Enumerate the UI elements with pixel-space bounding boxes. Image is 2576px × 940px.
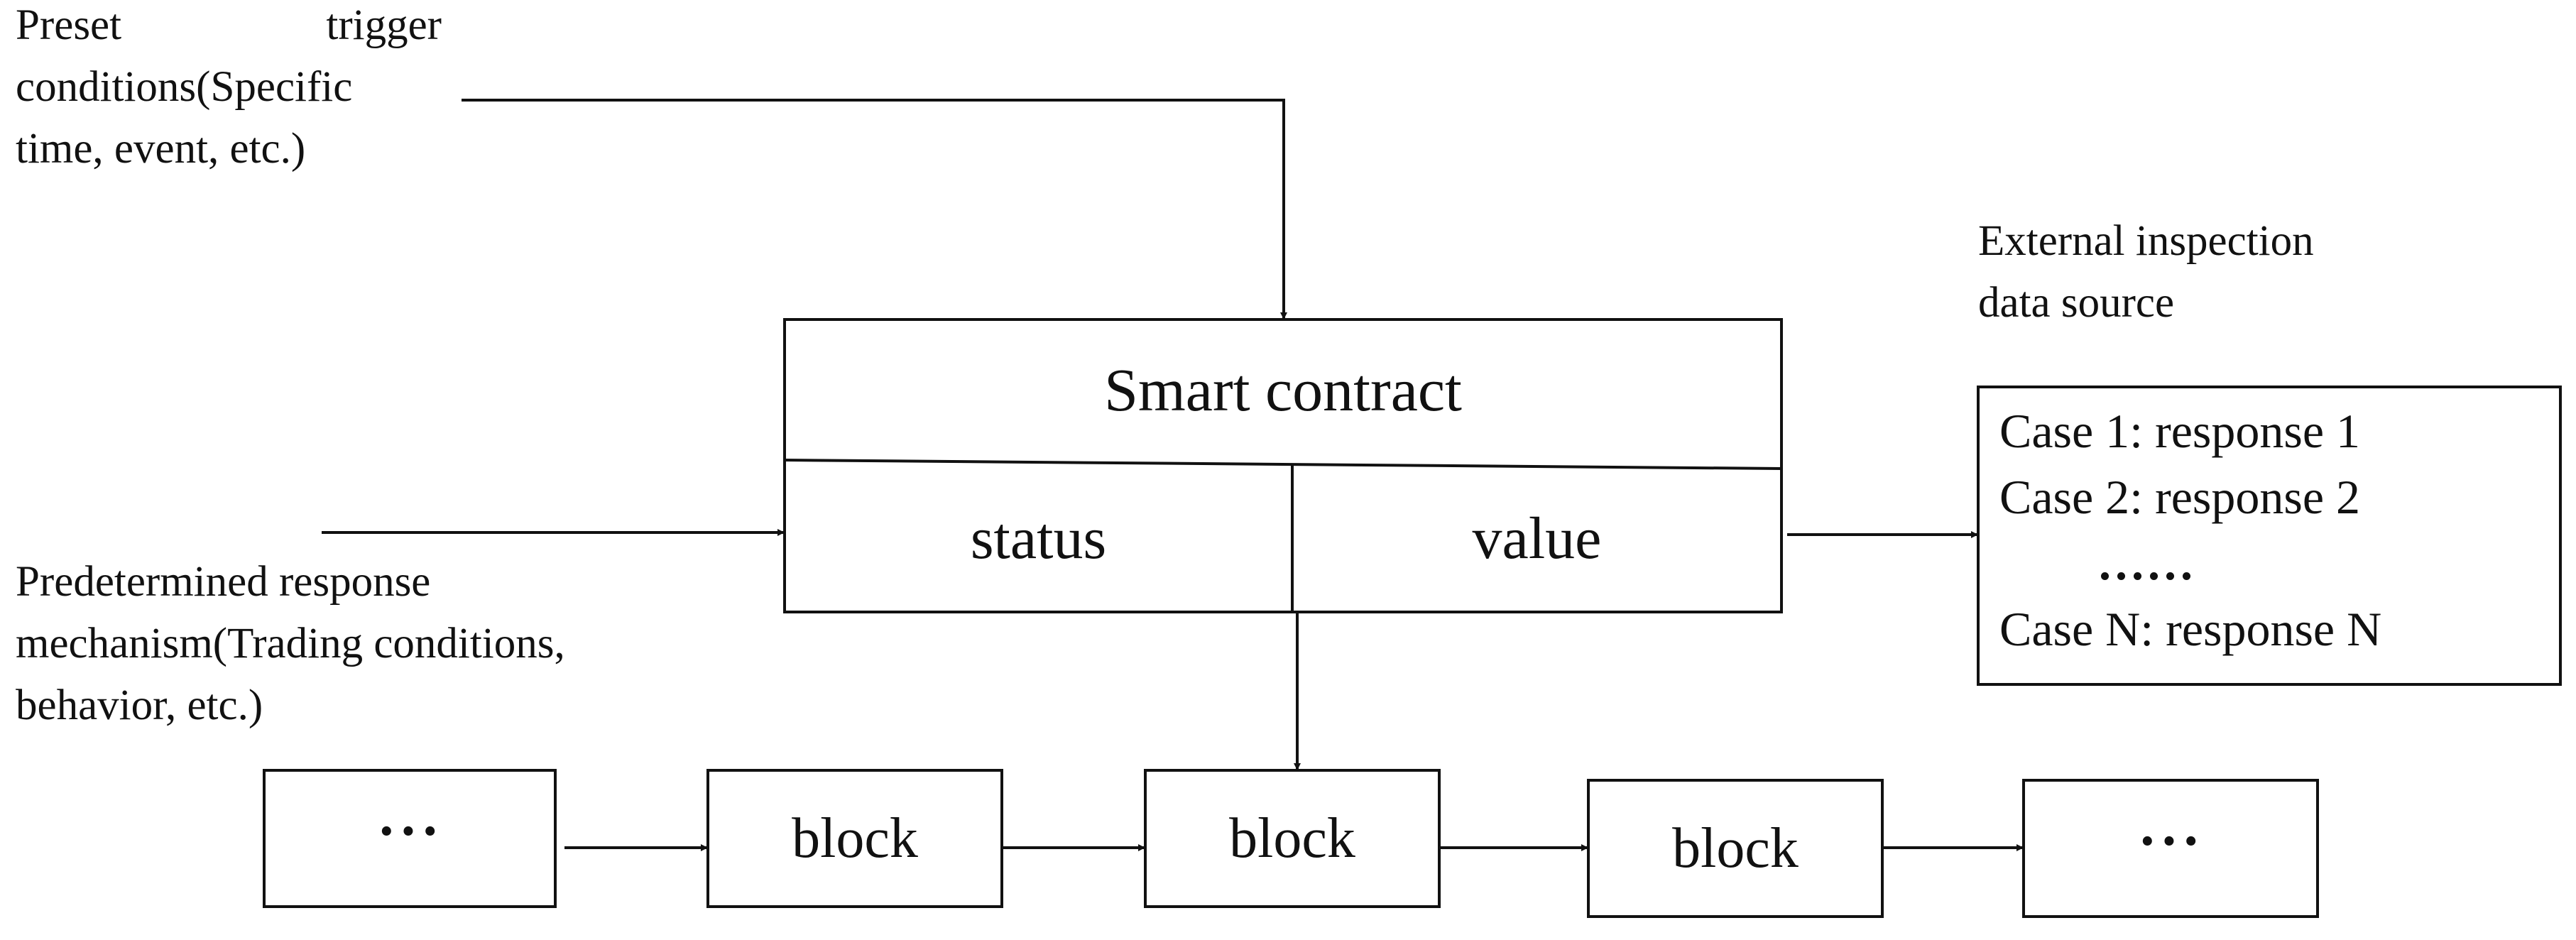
trigger-note-line1-left: Preset: [16, 1, 122, 49]
contract-divider-horizontal: [784, 459, 1782, 470]
smart-contract-title: Smart contract: [1104, 356, 1462, 424]
trigger-note-line2: conditions(Specific: [16, 63, 353, 111]
trigger-note-line3: time, event, etc.): [16, 125, 306, 173]
chain-box-block-1: [706, 769, 1003, 908]
external-source-title: External inspection data source: [1978, 210, 2314, 334]
trigger-arrow: [462, 99, 1287, 319]
response-note-line1: Predetermined response: [16, 558, 431, 606]
chain-box-ellipsis-left: [263, 769, 557, 908]
block-label-2: block: [1229, 807, 1355, 870]
external-case-list: Case 1: response 1 Case 2: response 2 ..…: [1999, 398, 2381, 662]
external-case-ellipsis: ......: [2099, 536, 2197, 590]
chain-ellipsis-right-label: ···: [2137, 809, 2204, 873]
block-label-3: block: [1672, 816, 1799, 880]
response-note-line2: mechanism(Trading conditions,: [16, 620, 565, 667]
external-case-1: Case 1: response 1: [1999, 404, 2361, 458]
block-label-1: block: [792, 807, 918, 870]
response-note-line3: behavior, etc.): [16, 682, 263, 729]
chain-box-block-2: [1144, 769, 1441, 908]
chain-ellipsis-left-label: ···: [376, 799, 443, 863]
external-case-n: Case N: response N: [1999, 602, 2382, 656]
contract-value-label: value: [1472, 505, 1602, 572]
trigger-note-line1-right: trigger: [326, 1, 442, 49]
external-case-2: Case 2: response 2: [1999, 470, 2361, 524]
external-source-title-line1: External inspection: [1978, 217, 2314, 265]
external-source-box: [1977, 386, 2562, 686]
external-source-title-line2: data source: [1978, 279, 2175, 327]
smart-contract-box: [783, 318, 1783, 613]
chain-box-ellipsis-right: [2022, 779, 2319, 918]
contract-status-label: status: [970, 505, 1107, 572]
response-note: Predetermined response mechanism(Trading…: [16, 551, 565, 736]
trigger-note: Preset trigger conditions(Specific time,…: [16, 0, 442, 180]
